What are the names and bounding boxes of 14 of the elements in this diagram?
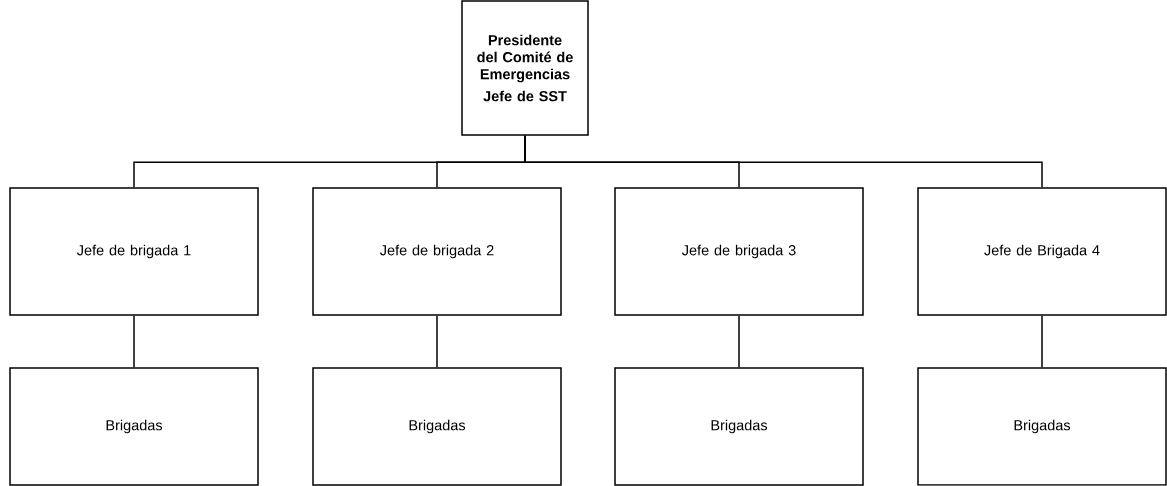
org-box: Brigadas (614, 367, 864, 486)
org-box: Brigadas (312, 367, 562, 486)
org-box: Presidente del Comité de Emergencias Jefe de SST (461, 0, 589, 136)
connector-line (133, 315, 135, 368)
org-box: Brigadas (917, 367, 1167, 486)
org-box: Jefe de brigada 2 (312, 187, 562, 316)
connector-line (1041, 315, 1043, 368)
connector-line (524, 135, 1043, 188)
org-box: Jefe de Brigada 4 (917, 187, 1167, 316)
connector-line (738, 315, 740, 368)
org-box: Jefe de brigada 1 (9, 187, 259, 316)
org-box: Brigadas (9, 367, 259, 486)
connector-line (436, 315, 438, 368)
org-box: Jefe de brigada 3 (614, 187, 864, 316)
